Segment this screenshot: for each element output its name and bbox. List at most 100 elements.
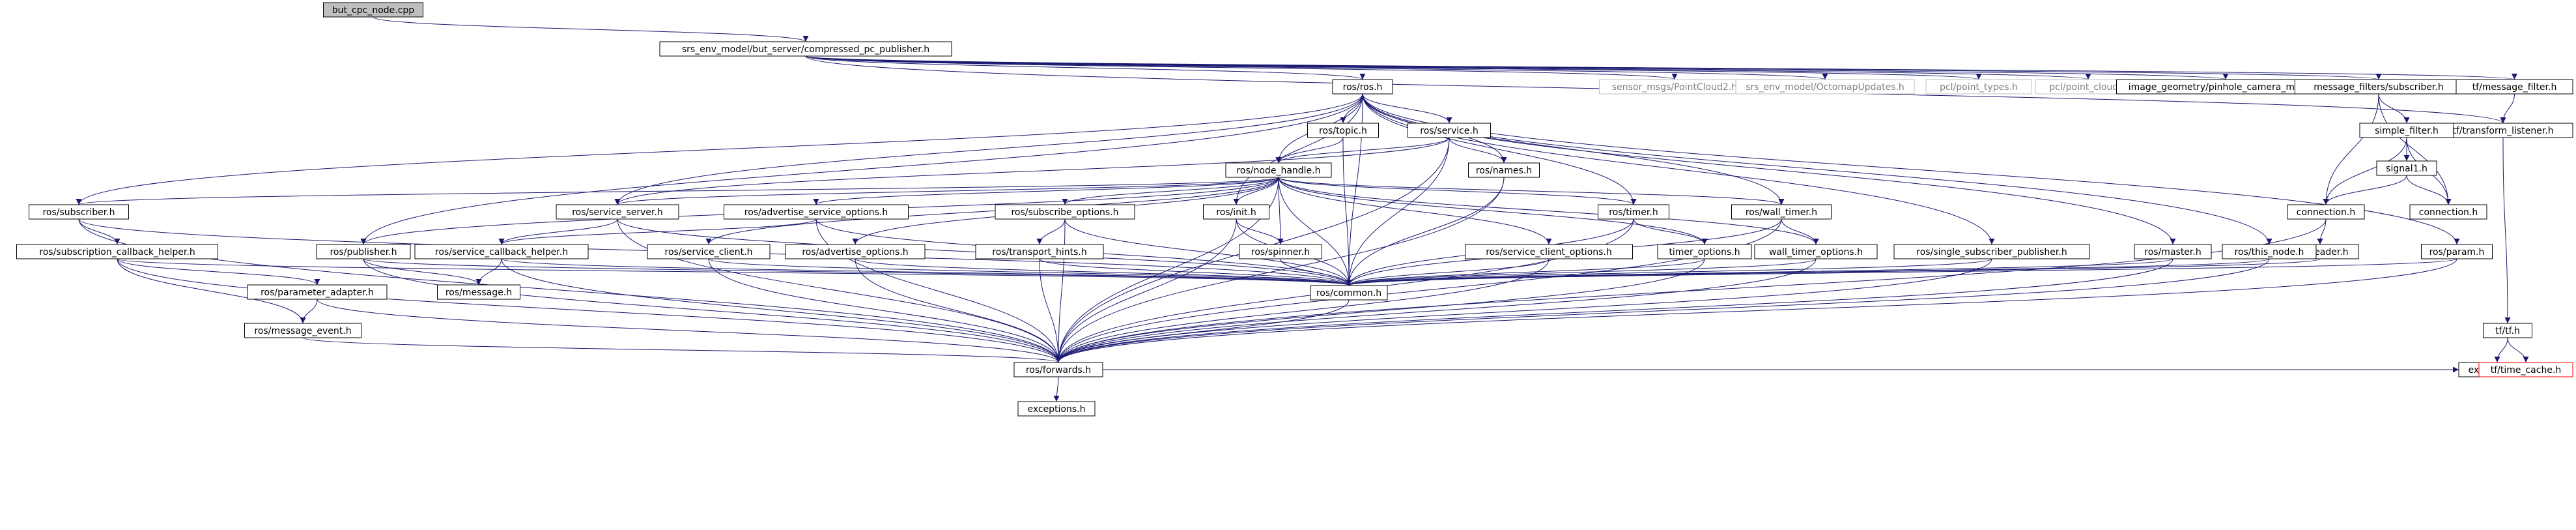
edge-servcbhelper-to-common bbox=[501, 258, 1352, 286]
node-ros-wall-timer-h[interactable]: ros/wall_timer.h bbox=[1731, 204, 1832, 220]
node-tf-tf-h[interactable]: tf/tf.h bbox=[2483, 323, 2532, 338]
edge-rosros-to-timer bbox=[1362, 93, 1637, 205]
edge-subcbhelper-to-msgevent bbox=[117, 258, 306, 324]
node-ros-service-server-h[interactable]: ros/service_server.h bbox=[556, 204, 679, 220]
node-label: tf/time_cache.h bbox=[2491, 365, 2562, 375]
node-ros-message-event-h[interactable]: ros/message_event.h bbox=[244, 323, 361, 338]
node-box bbox=[29, 204, 129, 220]
node-but-cpc-node-cpp[interactable]: but_cpc_node.cpp bbox=[323, 2, 423, 18]
edge-srs-to-mfsub bbox=[805, 55, 2381, 80]
node-box bbox=[1239, 244, 1322, 259]
node-ros-init-h[interactable]: ros/init.h bbox=[1203, 204, 1269, 220]
edge-mfsub-to-connB bbox=[2378, 93, 2452, 205]
edge-master-to-common bbox=[1346, 258, 2173, 286]
node-ros-master-h[interactable]: ros/master.h bbox=[2134, 244, 2212, 259]
edge-service-to-nodehandle bbox=[1275, 137, 1450, 164]
node-tf-transform-listener-h[interactable]: tf/transform_listener.h bbox=[2433, 123, 2573, 138]
node-ros-service-client-h[interactable]: ros/service_client.h bbox=[647, 244, 771, 259]
node-ros-advertise-service-options-h[interactable]: ros/advertise_service_options.h bbox=[724, 204, 909, 220]
node-connection-h[interactable]: connection.h bbox=[2409, 204, 2487, 220]
node-pcl-point-types-h: pcl/point_types.h bbox=[1925, 79, 2032, 95]
node-ros-ros-h[interactable]: ros/ros.h bbox=[1332, 79, 1393, 95]
edge-simplefilter-to-connA bbox=[2323, 137, 2407, 205]
node-connection-h[interactable]: connection.h bbox=[2287, 204, 2365, 220]
node-timer-options-h[interactable]: timer_options.h bbox=[1657, 244, 1752, 259]
node-tf-time-cache-h[interactable]: tf/time_cache.h bbox=[2478, 362, 2573, 377]
node-box bbox=[2134, 244, 2212, 259]
edge-master-to-forwards bbox=[1055, 258, 2173, 363]
node-box bbox=[323, 2, 423, 18]
edge-param-to-common bbox=[1346, 258, 2457, 286]
node-exceptions-h[interactable]: exceptions.h bbox=[1017, 401, 1096, 417]
node-ros-publisher-h[interactable]: ros/publisher.h bbox=[316, 244, 411, 259]
edge-nodehandle-to-servclient bbox=[705, 177, 1279, 245]
edge-srs-to-pclcloud bbox=[805, 55, 2091, 80]
node-ros-param-h[interactable]: ros/param.h bbox=[2421, 244, 2493, 259]
node-label: tf/message_filter.h bbox=[2472, 82, 2557, 93]
node-label: srs_env_model/OctomapUpdates.h bbox=[1746, 82, 1904, 93]
node-ros-message-h[interactable]: ros/message.h bbox=[437, 284, 520, 300]
edge-advopt-to-forwards bbox=[855, 258, 1062, 363]
node-box bbox=[975, 244, 1104, 259]
node-ros-common-h[interactable]: ros/common.h bbox=[1310, 285, 1388, 301]
node-ros-transport-hints-h[interactable]: ros/transport_hints.h bbox=[975, 244, 1104, 259]
edge-servserver-to-forwards bbox=[617, 218, 1062, 363]
edge-walltimeropt-to-common bbox=[1346, 258, 1817, 286]
node-wall-timer-options-h[interactable]: wall_timer_options.h bbox=[1754, 244, 1878, 259]
edge-rosros-to-publisher bbox=[360, 93, 1363, 245]
node-label: ros/forwards.h bbox=[1026, 365, 1091, 375]
edge-publisher-to-forwards bbox=[363, 258, 1062, 363]
node-ros-timer-h[interactable]: ros/timer.h bbox=[1598, 204, 1669, 220]
node-label: ros/service_server.h bbox=[572, 207, 663, 218]
nodes-layer: but_cpc_node.cpp srs_env_model/but_server… bbox=[16, 2, 2573, 417]
node-box bbox=[2359, 123, 2454, 138]
node-ros-names-h[interactable]: ros/names.h bbox=[1468, 162, 1540, 178]
node-label: ros/node_handle.h bbox=[1236, 166, 1320, 176]
node-ros-advertise-options-h[interactable]: ros/advertise_options.h bbox=[785, 244, 926, 259]
node-label: ros/advertise_service_options.h bbox=[744, 207, 888, 218]
node-message-filters-subscriber-h[interactable]: message_filters/subscriber.h bbox=[2295, 79, 2463, 95]
node-ros-service-h[interactable]: ros/service.h bbox=[1408, 123, 1491, 138]
node-label: ros/subscriber.h bbox=[42, 207, 115, 218]
node-ros-subscriber-h[interactable]: ros/subscriber.h bbox=[29, 204, 129, 220]
node-label: ros/common.h bbox=[1316, 288, 1381, 299]
node-ros-spinner-h[interactable]: ros/spinner.h bbox=[1239, 244, 1322, 259]
edge-rosros-to-init bbox=[1233, 93, 1363, 205]
node-tf-message-filter-h[interactable]: tf/message_filter.h bbox=[2456, 79, 2573, 95]
edge-thisnode-to-common bbox=[1346, 258, 2270, 286]
node-ros-parameter-adapter-h[interactable]: ros/parameter_adapter.h bbox=[247, 284, 388, 300]
node-ros-this-node-h[interactable]: ros/this_node.h bbox=[2222, 244, 2317, 259]
node-image-geometry-pinhole-camera-model-h[interactable]: image_geometry/pinhole_camera_model.h bbox=[2116, 79, 2335, 95]
node-simple-filter-h[interactable]: simple_filter.h bbox=[2359, 123, 2454, 138]
edge-subcbhelper-to-paramadapter bbox=[117, 258, 320, 286]
node-ros-forwards-h[interactable]: ros/forwards.h bbox=[1013, 362, 1103, 377]
node-label: signal1.h bbox=[2386, 164, 2427, 174]
edge-transhints-to-common bbox=[1039, 258, 1352, 286]
edge-servclient-to-forwards bbox=[708, 258, 1062, 363]
node-label: timer_options.h bbox=[1669, 247, 1740, 258]
node-srs-env-model-but-server-compressed-pc-publisher-h[interactable]: srs_env_model/but_server/compressed_pc_p… bbox=[659, 41, 952, 57]
node-ros-service-callback-helper-h[interactable]: ros/service_callback_helper.h bbox=[414, 244, 589, 259]
node-signal1-h[interactable]: signal1.h bbox=[2376, 160, 2437, 176]
node-box bbox=[1731, 204, 1832, 220]
node-box bbox=[2421, 244, 2493, 259]
edge-root-to-srs bbox=[373, 16, 809, 42]
node-ros-subscribe-options-h[interactable]: ros/subscribe_options.h bbox=[995, 204, 1135, 220]
node-ros-topic-h[interactable]: ros/topic.h bbox=[1307, 123, 1379, 138]
edge-nodehandle-to-timer bbox=[1278, 177, 1637, 205]
node-ros-subscription-callback-helper-h[interactable]: ros/subscription_callback_helper.h bbox=[16, 244, 218, 259]
edge-nodehandle-to-advsrvopt bbox=[813, 177, 1279, 205]
node-box bbox=[1013, 362, 1103, 377]
edge-service-to-common bbox=[1346, 137, 1450, 286]
edge-subopt-to-common bbox=[1064, 218, 1352, 286]
edge-nodehandle-to-walltimeropt bbox=[1278, 177, 1819, 245]
node-ros-single-subscriber-publisher-h[interactable]: ros/single_subscriber_publisher.h bbox=[1893, 244, 2090, 259]
node-label: ros/message_event.h bbox=[254, 326, 351, 336]
node-ros-service-client-options-h[interactable]: ros/service_client_options.h bbox=[1465, 244, 1633, 259]
node-box bbox=[2478, 362, 2573, 377]
edge-connA-to-header bbox=[2317, 218, 2327, 245]
edge-nodehandle-to-subscriber bbox=[76, 177, 1279, 205]
node-ros-node-handle-h[interactable]: ros/node_handle.h bbox=[1225, 162, 1332, 178]
